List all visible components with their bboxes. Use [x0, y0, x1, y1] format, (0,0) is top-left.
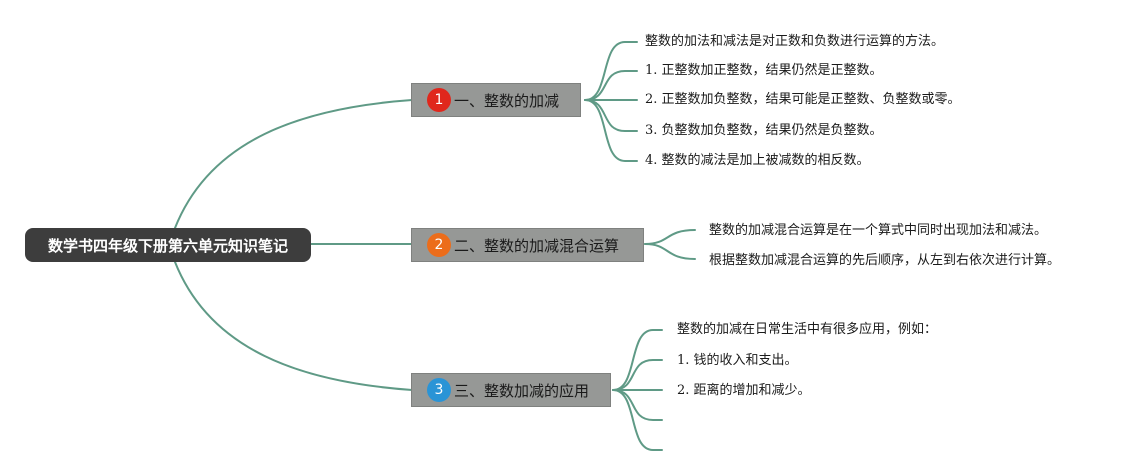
topic-1-label: 一、整数的加减 — [454, 91, 560, 110]
topic-2-number-badge: 2 — [427, 233, 451, 257]
connector-topic-2-item-2 — [644, 243, 696, 260]
connector-topic-1-item-4 — [584, 99, 638, 132]
connector-topic-2-item-1 — [644, 229, 696, 245]
connector-topic-3-item-1 — [612, 329, 663, 391]
topic-3-item-3[interactable]: 2. 距离的增加和减少。 — [677, 383, 811, 398]
topic-1-item-4[interactable]: 3. 负整数加负整数，结果仍然是负整数。 — [645, 123, 883, 138]
topic-1-item-1[interactable]: 整数的加法和减法是对正数和负数进行运算的方法。 — [645, 34, 945, 49]
topic-1-item-2[interactable]: 1. 正整数加正整数，结果仍然是正整数。 — [645, 63, 883, 78]
topic-3-label: 三、整数加减的应用 — [454, 381, 590, 400]
connector-root-topic-1 — [174, 99, 413, 229]
topic-3-item-2[interactable]: 1. 钱的收入和支出。 — [677, 353, 798, 368]
connector-topic-1-item-2 — [584, 70, 638, 101]
topic-3-number-badge: 3 — [427, 378, 451, 402]
connector-topic-3-item-4 — [612, 389, 663, 421]
topic-1-number-badge: 1 — [427, 88, 451, 112]
topic-1-item-5[interactable]: 4. 整数的减法是加上被减数的相反数。 — [645, 153, 870, 168]
topic-node-2[interactable]: 2 二、整数的加减混合运算 — [411, 228, 644, 262]
topic-2-item-1[interactable]: 整数的加减混合运算是在一个算式中同时出现加法和减法。 — [709, 223, 1048, 238]
connector-topic-1-item-1 — [584, 41, 638, 101]
topic-3-item-1[interactable]: 整数的加减在日常生活中有很多应用，例如： — [677, 322, 938, 337]
topic-2-label: 二、整数的加减混合运算 — [454, 236, 620, 255]
connector-topic-3-item-5 — [612, 389, 663, 451]
root-node[interactable]: 数学书四年级下册第六单元知识笔记 — [25, 228, 311, 262]
root-node-label: 数学书四年级下册第六单元知识笔记 — [47, 236, 288, 255]
topic-node-3[interactable]: 3 三、整数加减的应用 — [411, 373, 611, 407]
connector-root-topic-3 — [174, 261, 413, 391]
topic-node-1[interactable]: 1 一、整数的加减 — [411, 83, 581, 117]
connector-topic-3-item-2 — [612, 359, 663, 391]
topic-1-item-3[interactable]: 2. 正整数加负整数，结果可能是正整数、负整数或零。 — [645, 92, 961, 107]
topic-2-item-2[interactable]: 根据整数加减混合运算的先后顺序，从左到右依次进行计算。 — [709, 253, 1061, 268]
connector-topic-1-item-5 — [584, 99, 638, 162]
